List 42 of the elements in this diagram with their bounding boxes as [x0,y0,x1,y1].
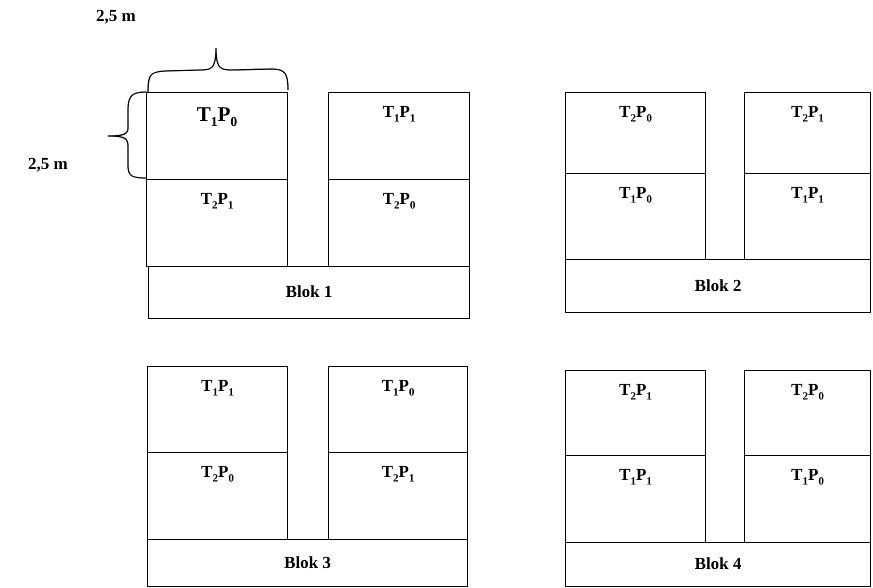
plot-box [146,92,288,180]
plot-box [744,92,871,174]
treatment-label: T$_{1}$P$_{0}$ [791,466,824,488]
treatment-label: T$_{2}$P$_{0}$ [791,381,824,403]
treatment-label: T$_{2}$P$_{1}$ [619,381,652,403]
block-label: Blok 4 [694,555,742,574]
treatment-label: T$_{1}$P$_{1}$ [382,103,416,125]
treatment-label: T$_{1}$P$_{0}$ [619,184,652,206]
plot-box [744,370,871,456]
dimension-label: 2,5 m [28,154,68,174]
plot-box [146,179,288,267]
block-bar [147,539,468,587]
plot-box [328,452,468,540]
treatment-label: T$_{1}$P$_{1}$ [201,377,234,399]
plot-box [147,452,288,540]
treatment-label: T$_{2}$P$_{1}$ [382,463,414,485]
treatment-label: T$_{1}$P$_{0}$ [382,377,414,399]
block-bar [148,266,470,319]
plot-box [147,366,288,453]
treatment-label: T$_{1}$P$_{1}$ [791,184,824,206]
plot-box [744,455,871,543]
treatment-label: T$_{2}$P$_{1}$ [200,190,234,212]
plot-box [328,366,468,453]
block-label: Blok 2 [694,276,742,296]
plot-box [565,92,706,174]
plot-box [565,173,706,260]
plot-box [328,92,470,180]
treatment-label: T$_{1}$P$_{1}$ [619,466,652,488]
treatment-label: T$_{1}$P$_{0}$ [196,103,238,130]
block-label: Blok 1 [286,283,332,302]
treatment-label: T$_{2}$P$_{0}$ [201,463,234,485]
block-bar [565,542,871,587]
treatment-label: T$_{2}$P$_{0}$ [619,103,652,125]
dimension-label: 2,5 m [96,6,136,26]
plot-box [744,173,871,260]
block-label: Blok 3 [284,554,331,572]
treatment-label: T$_{2}$P$_{1}$ [791,103,824,125]
plot-box [565,370,706,456]
plot-box [328,179,470,267]
treatment-label: T$_{2}$P$_{0}$ [382,190,416,212]
plot-box [565,455,706,543]
block-bar [565,259,871,313]
